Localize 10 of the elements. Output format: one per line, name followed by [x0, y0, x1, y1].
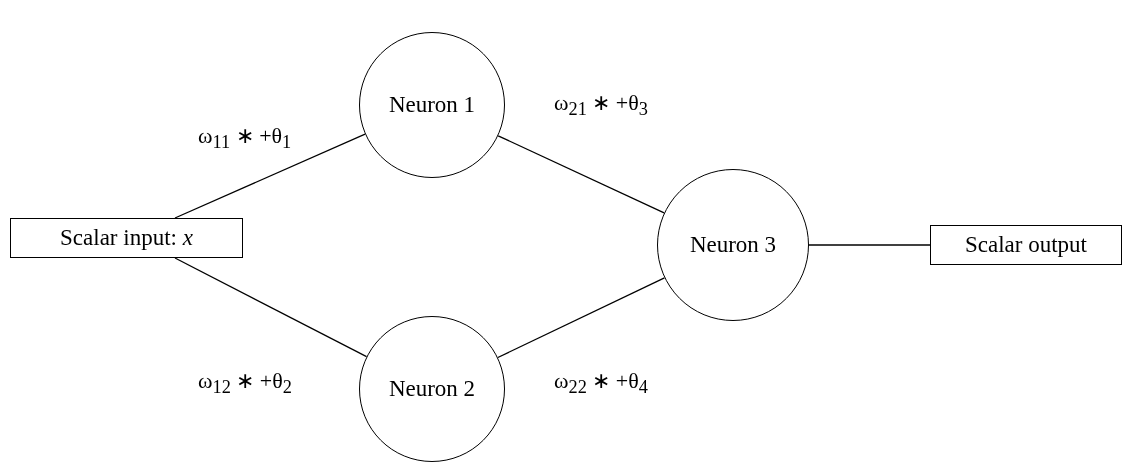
text-box: Scalar input: x	[10, 218, 243, 258]
neuron-circle: Neuron 2	[359, 316, 505, 462]
connector-line	[174, 257, 368, 358]
connector-line	[497, 135, 665, 214]
text-box: Scalar output	[930, 225, 1122, 265]
connector-line	[174, 133, 366, 219]
connector-line	[808, 244, 931, 246]
neuron-circle: Neuron 1	[359, 32, 505, 178]
connector-line	[497, 277, 666, 359]
neuron-circle: Neuron 3	[657, 169, 809, 321]
